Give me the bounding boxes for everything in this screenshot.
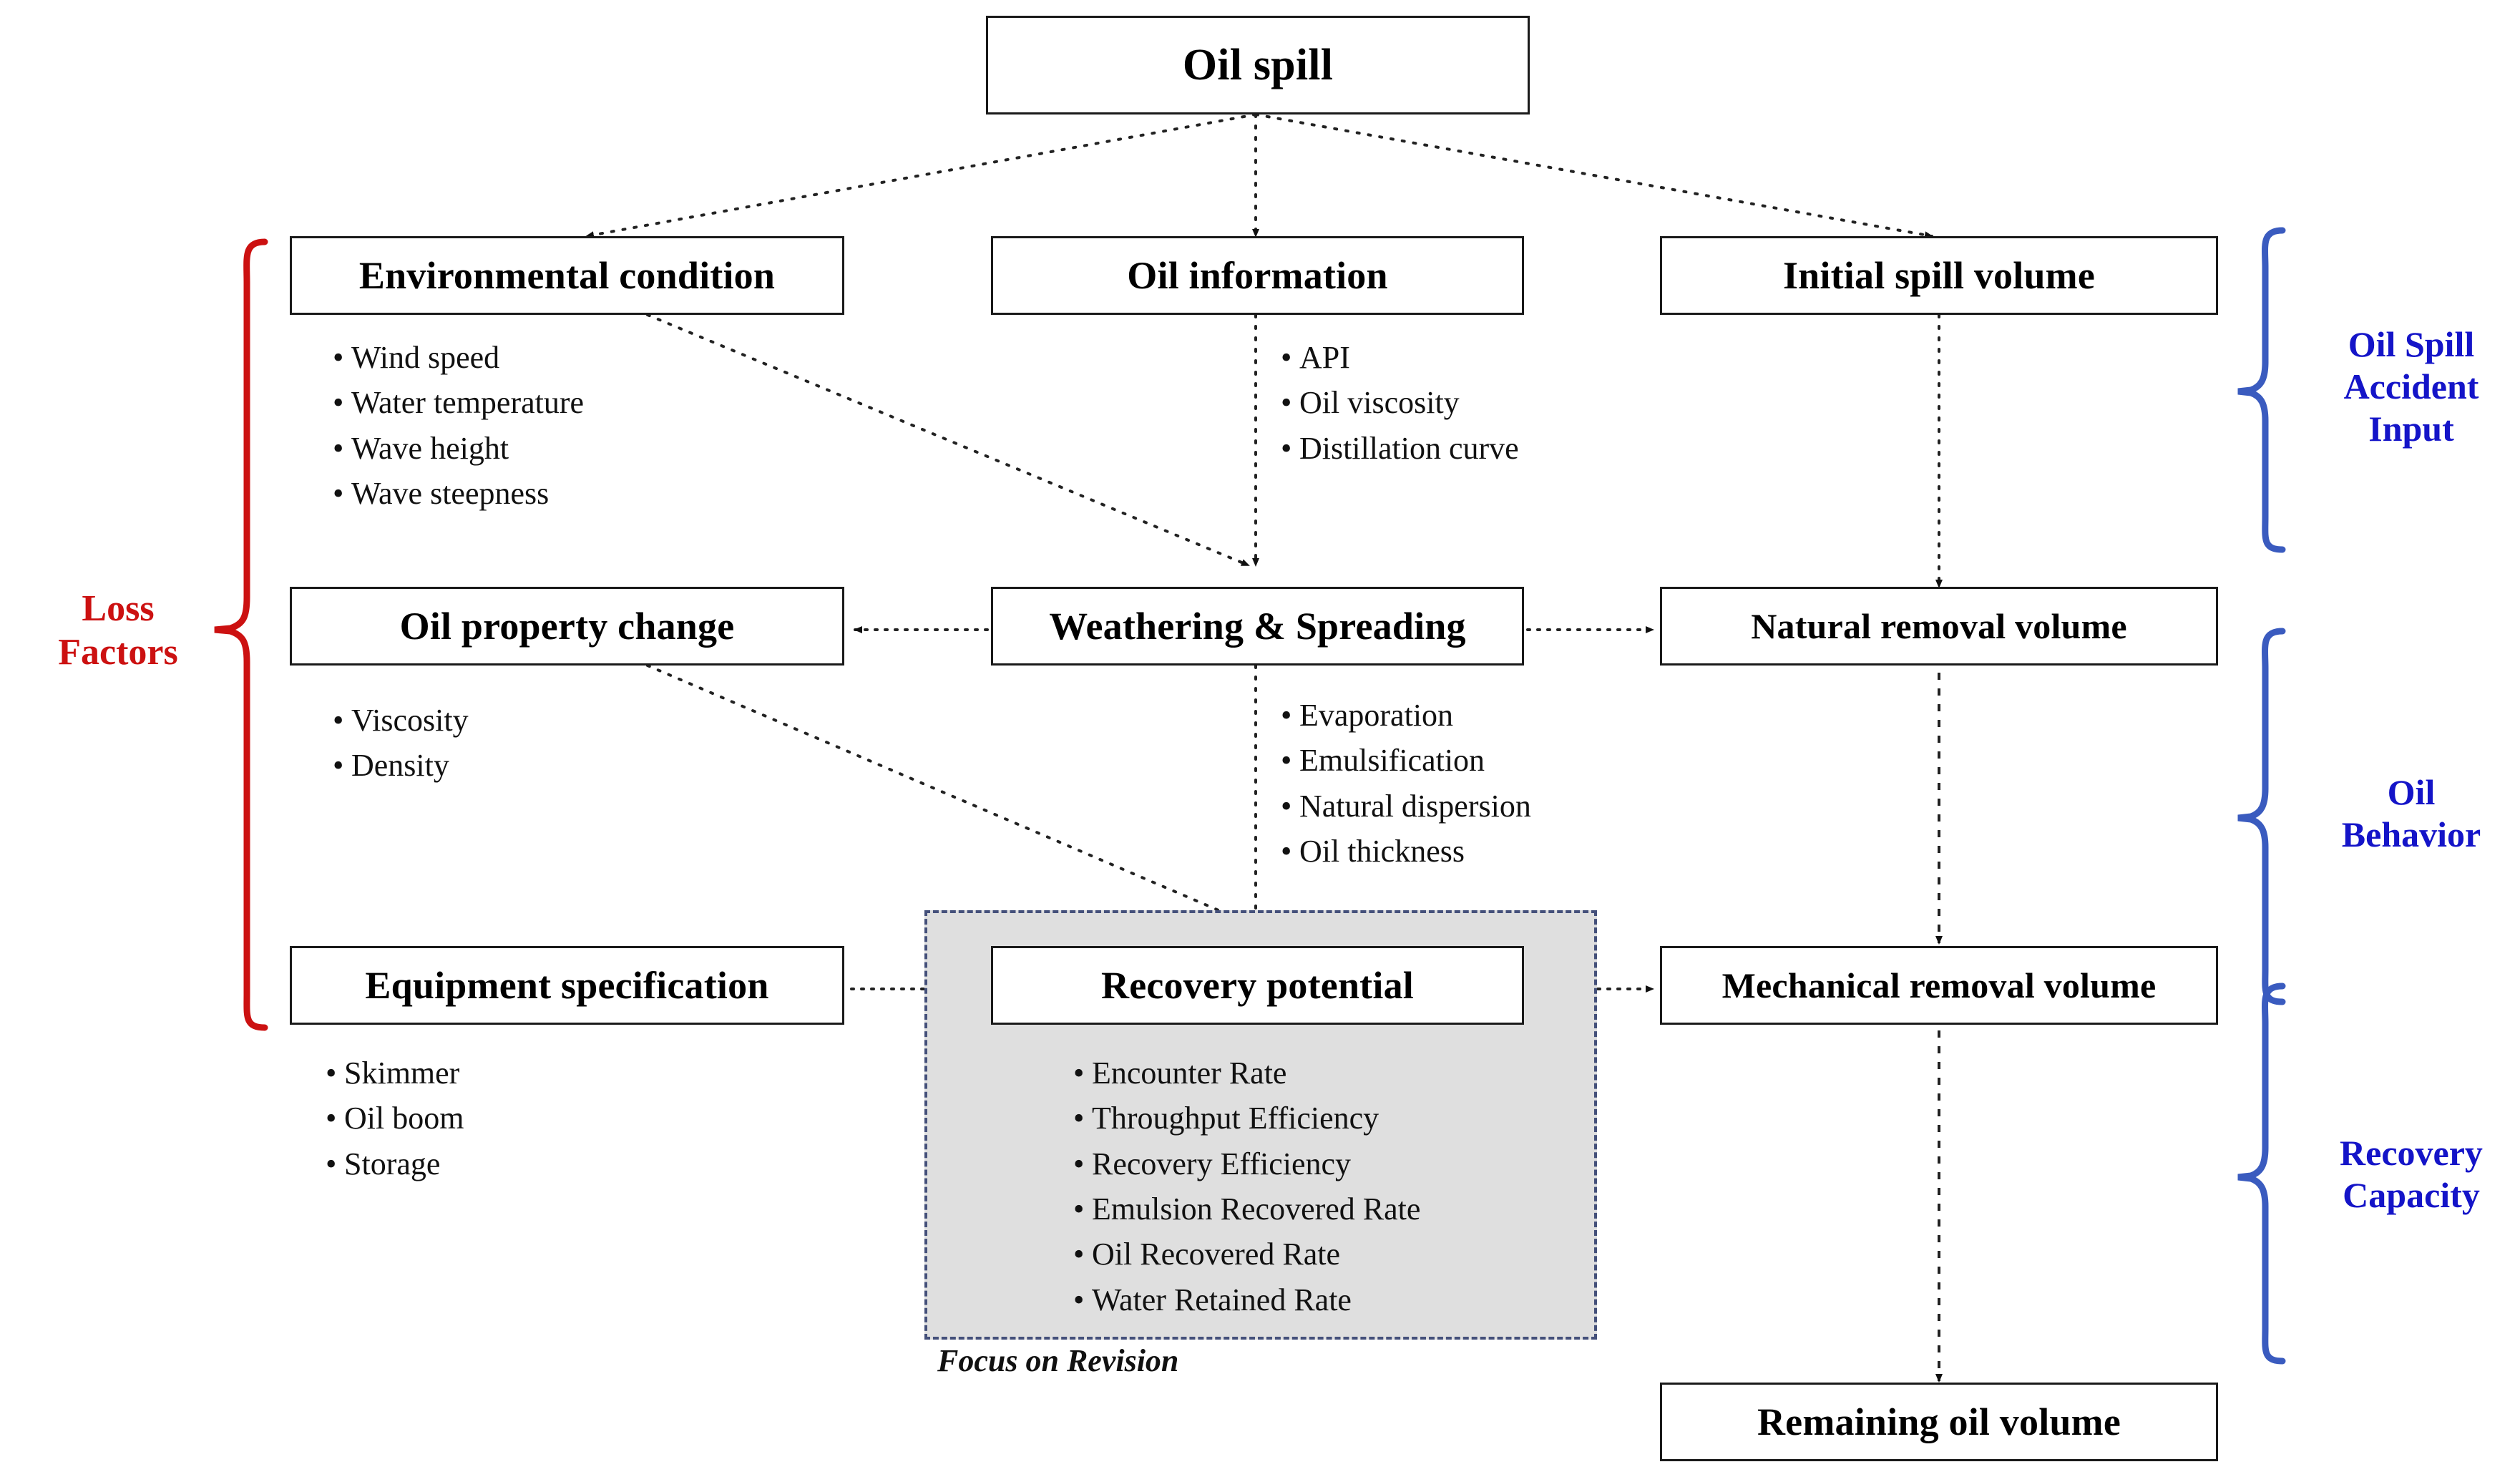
bullet-icon: • [326,1146,337,1181]
list-item: •Skimmer [326,1050,464,1096]
group-label-recovery-capacity: Recovery Capacity [2304,1132,2519,1217]
edge-oilspill-to-initialvolume [1254,113,1933,239]
list-item: •Density [333,743,469,788]
list-item: •Natural dispersion [1281,784,1531,829]
node-natural-removal-volume-label: Natural removal volume [1751,606,2127,646]
bullet-icon: • [1281,788,1292,824]
list-item: •Wave steepness [333,471,584,516]
group-label-behavior-line1: Oil [2387,772,2436,812]
edge-oilproperty-to-recovery [646,664,1250,925]
bullet-icon: • [333,385,344,421]
list-item: •Wind speed [333,335,584,380]
node-oil-property-change[interactable]: Oil property change [290,587,844,666]
group-label-input-line1: Oil Spill [2348,324,2475,364]
list-item: •Oil boom [326,1096,464,1141]
group-label-loss-factors-line1: Loss [82,588,155,629]
bullet-icon: • [1281,698,1292,733]
group-label-input-line2: Accident [2343,366,2479,406]
node-equipment-specification-label: Equipment specification [365,964,769,1007]
group-label-capacity-line1: Recovery [2340,1133,2483,1173]
group-label-input-line3: Input [2368,409,2454,449]
list-item: •Water temperature [333,380,584,425]
bullet-icon: • [333,748,344,784]
group-label-oil-spill-accident-input: Oil Spill Accident Input [2311,323,2511,450]
list-item: •Oil Recovered Rate [1073,1232,1420,1277]
bullet-icon: • [326,1101,337,1136]
node-weathering-spreading-label: Weathering & Spreading [1049,605,1466,648]
group-label-oil-behavior: Oil Behavior [2311,771,2511,856]
list-item: •Oil viscosity [1281,380,1519,425]
bullets-environmental-condition: •Wind speed •Water temperature •Wave hei… [333,335,584,516]
list-item: •Water Retained Rate [1073,1277,1420,1322]
bullet-icon: • [1281,385,1292,421]
bullet-icon: • [333,340,344,375]
focus-on-revision-caption: Focus on Revision [937,1343,1179,1378]
edge-environmental-to-weathering [646,313,1250,567]
bullet-icon: • [1073,1056,1085,1091]
group-label-loss-factors: Loss Factors [29,587,207,675]
node-oil-property-change-label: Oil property change [399,605,735,648]
list-item: •Distillation curve [1281,426,1519,471]
list-item: •Recovery Efficiency [1073,1141,1420,1186]
node-oil-information-label: Oil information [1127,254,1388,297]
list-item: •Viscosity [333,698,469,743]
list-item: •Evaporation [1281,693,1531,738]
bullet-icon: • [1281,743,1292,779]
group-label-capacity-line2: Capacity [2343,1175,2480,1215]
node-recovery-potential-label: Recovery potential [1101,964,1414,1007]
bullets-oil-information: •API •Oil viscosity •Distillation curve [1281,335,1519,471]
list-item: •API [1281,335,1519,380]
list-item: •Emulsification [1281,738,1531,783]
bullet-icon: • [1281,834,1292,869]
list-item: •Emulsion Recovered Rate [1073,1186,1420,1232]
bullet-icon: • [1073,1146,1085,1181]
bullet-icon: • [333,703,344,738]
bullet-icon: • [333,476,344,512]
loss-factors-brace [214,238,268,1031]
bullets-recovery-potential: •Encounter Rate •Throughput Efficiency •… [1073,1050,1420,1322]
list-item: •Storage [326,1141,464,1186]
bullet-icon: • [333,430,344,466]
bullet-icon: • [1073,1101,1085,1136]
node-oil-spill[interactable]: Oil spill [986,16,1530,114]
node-environmental-condition[interactable]: Environmental condition [290,236,844,315]
node-recovery-potential[interactable]: Recovery potential [991,946,1524,1025]
bullets-oil-property-change: •Viscosity •Density [333,698,469,789]
node-oil-information[interactable]: Oil information [991,236,1524,315]
bullets-weathering-spreading: •Evaporation •Emulsification •Natural di… [1281,693,1531,874]
list-item: •Oil thickness [1281,829,1531,874]
node-initial-spill-volume[interactable]: Initial spill volume [1660,236,2218,315]
list-item: •Encounter Rate [1073,1050,1420,1096]
node-remaining-oil-volume-label: Remaining oil volume [1757,1400,2121,1443]
bullet-icon: • [1073,1191,1085,1227]
oil-spill-accident-input-brace [2237,227,2286,553]
node-weathering-spreading[interactable]: Weathering & Spreading [991,587,1524,666]
edge-oilspill-to-environmental [585,113,1257,239]
bullet-icon: • [1073,1237,1085,1272]
recovery-capacity-brace [2237,983,2286,1365]
bullet-icon: • [1073,1282,1085,1317]
node-natural-removal-volume[interactable]: Natural removal volume [1660,587,2218,666]
node-remaining-oil-volume[interactable]: Remaining oil volume [1660,1383,2218,1461]
bullets-equipment-specification: •Skimmer •Oil boom •Storage [326,1050,464,1186]
node-mechanical-removal-volume[interactable]: Mechanical removal volume [1660,946,2218,1025]
group-label-behavior-line2: Behavior [2341,814,2481,854]
group-label-loss-factors-line2: Factors [58,632,178,673]
node-equipment-specification[interactable]: Equipment specification [290,946,844,1025]
oil-behavior-brace [2237,628,2286,1005]
bullet-icon: • [1281,340,1292,375]
node-initial-spill-volume-label: Initial spill volume [1782,254,2096,297]
bullet-icon: • [1281,430,1292,466]
list-item: •Wave height [333,426,584,471]
node-oil-spill-label: Oil spill [1182,40,1334,89]
node-mechanical-removal-volume-label: Mechanical removal volume [1721,965,2157,1005]
bullet-icon: • [326,1056,337,1091]
list-item: •Throughput Efficiency [1073,1096,1420,1141]
node-environmental-condition-label: Environmental condition [358,254,776,297]
